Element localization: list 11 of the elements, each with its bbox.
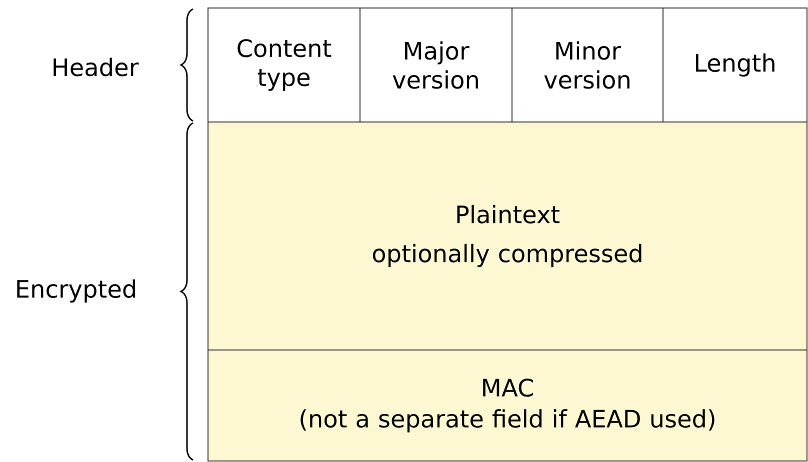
node-label: optionally compressed	[372, 244, 642, 268]
header-field-cell: Content type	[208, 8, 360, 122]
header-field-cell: Length	[662, 8, 808, 122]
node-label: MAC	[483, 378, 533, 397]
header-field-cell: Major version	[360, 8, 512, 122]
group-label: Encrypted	[17, 279, 135, 303]
header-field-cell: Minor version	[512, 8, 664, 122]
mac-box: MAC (not a separate field if AEAD used)	[208, 350, 808, 462]
node-label: (not a separate field if AEAD used)	[300, 409, 714, 432]
group-label: Header	[54, 58, 139, 76]
node-label: Plaintext	[457, 204, 560, 224]
